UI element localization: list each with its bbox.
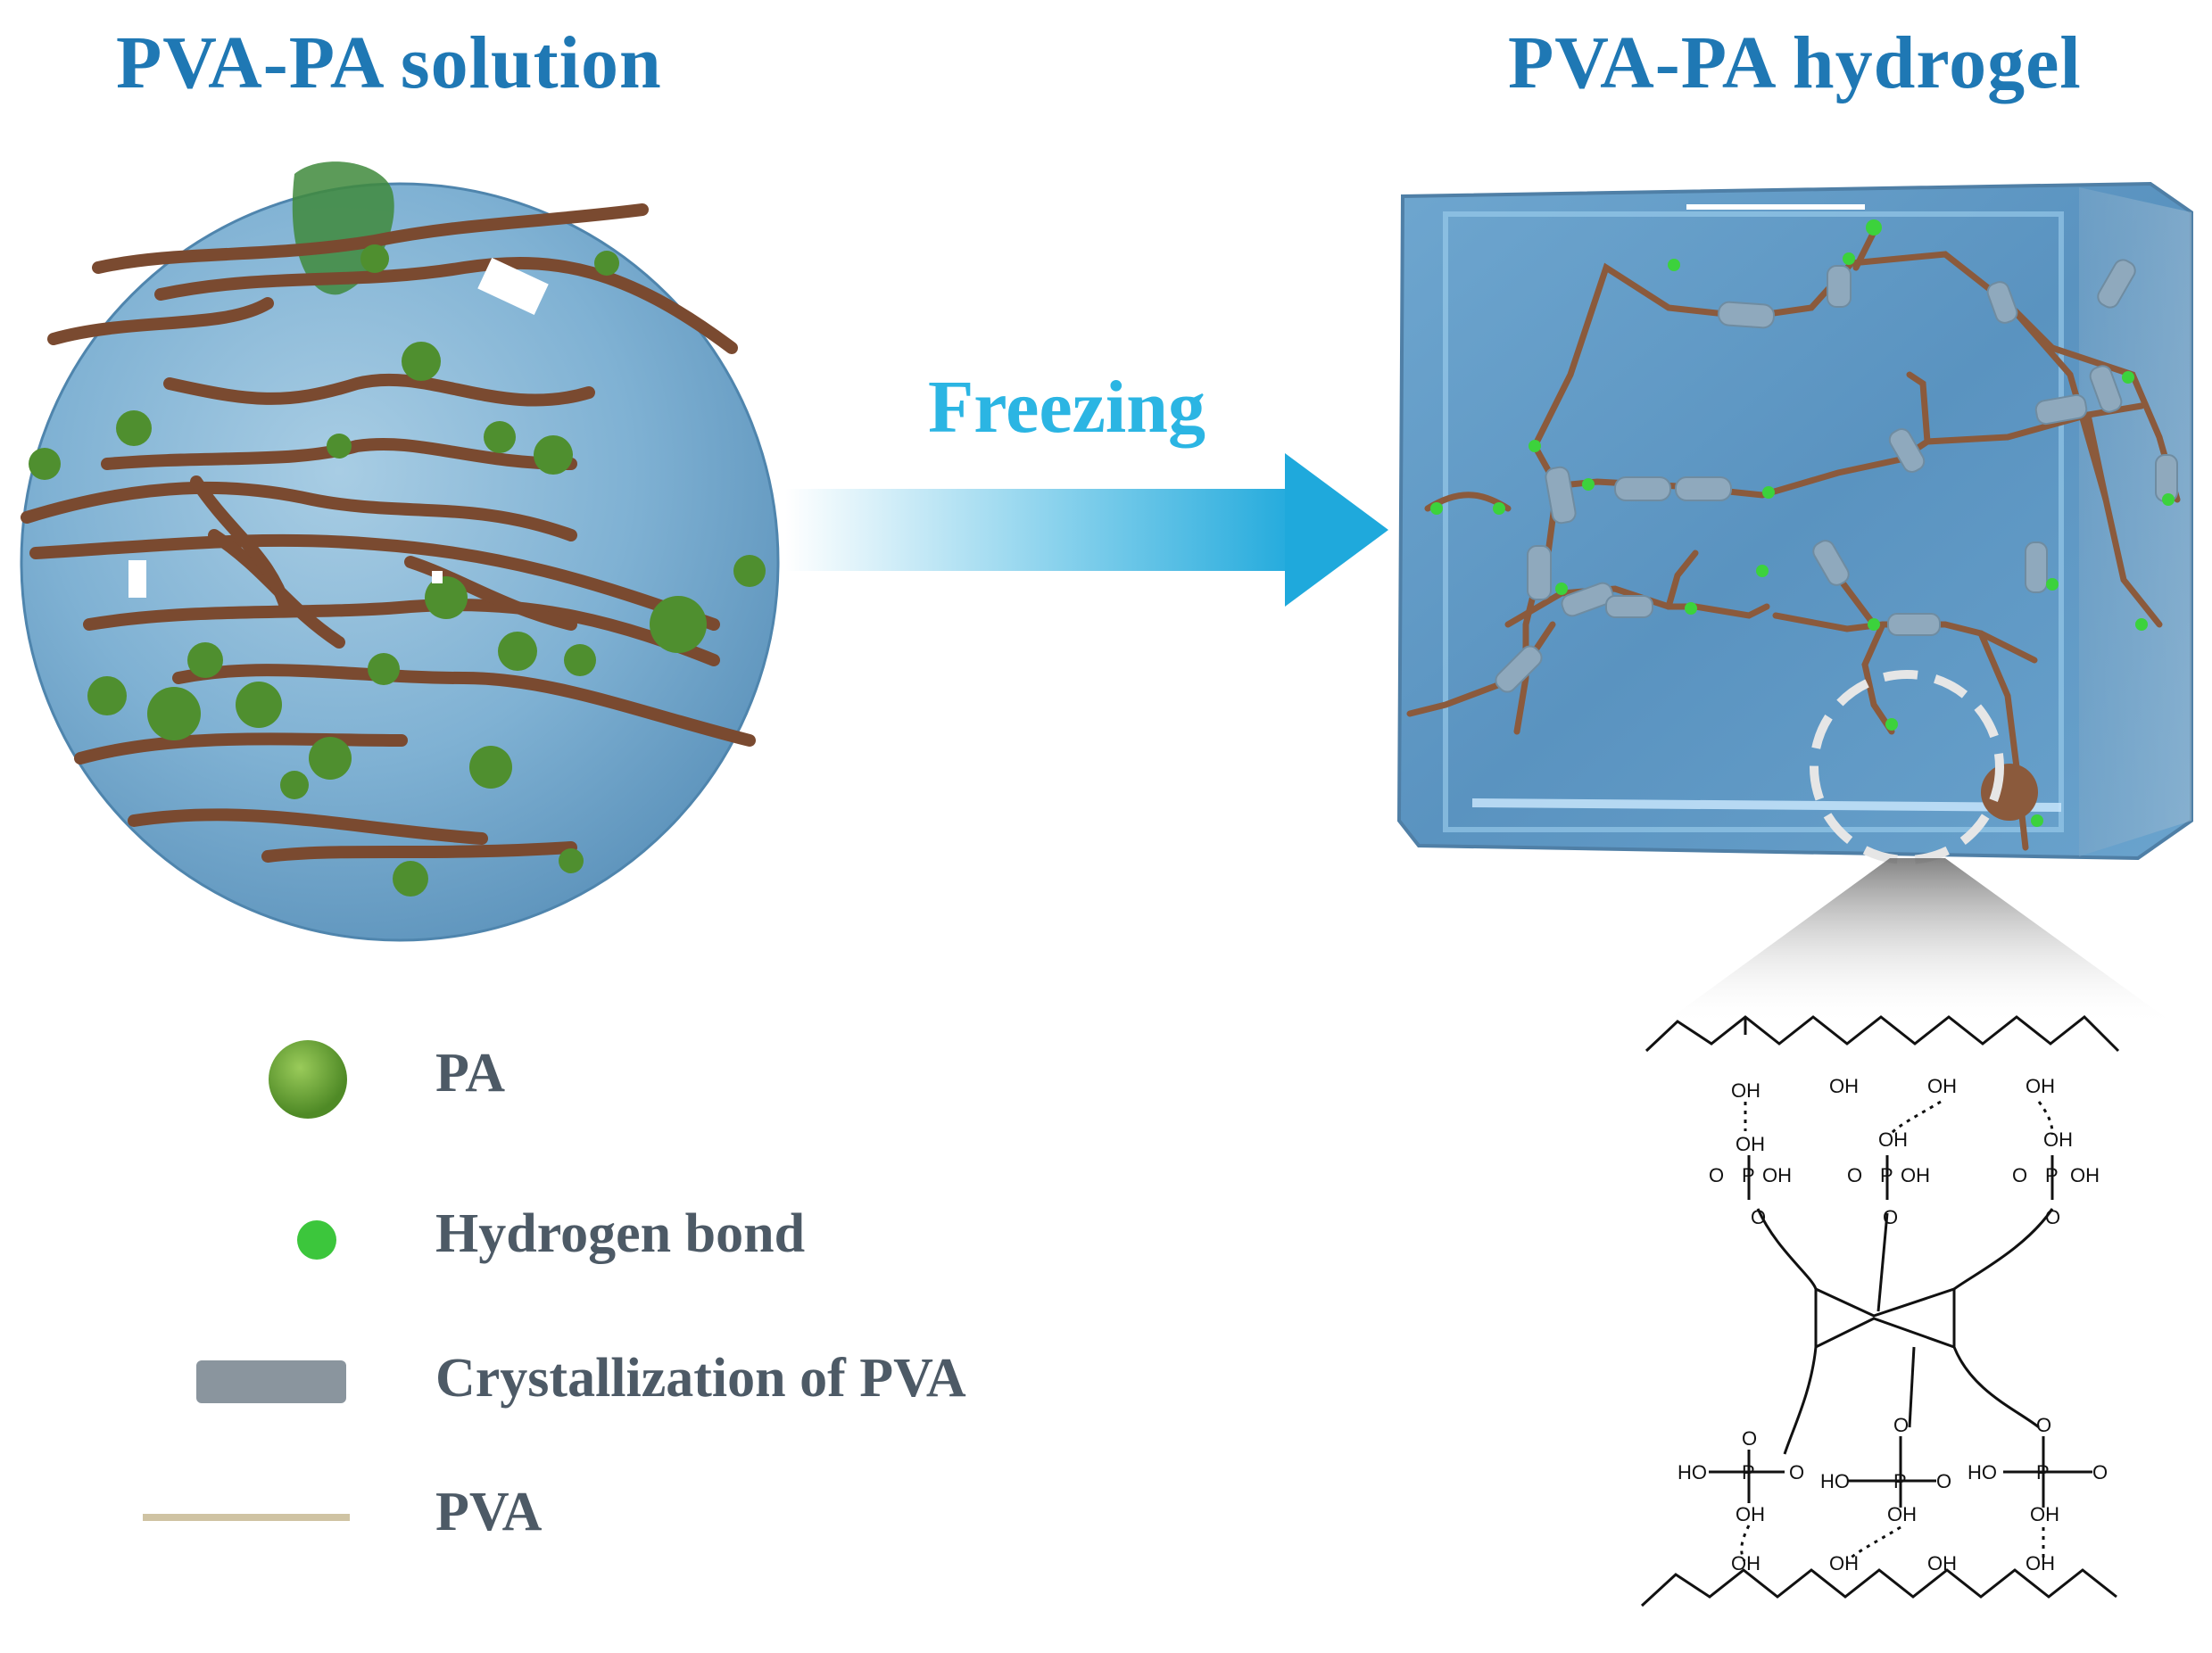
svg-text:OH: OH [2026, 1552, 2055, 1574]
hydrogen-bond-dots-cube [1430, 219, 2175, 827]
svg-text:O: O [1893, 1414, 1909, 1436]
svg-text:OH: OH [2030, 1503, 2059, 1525]
svg-text:O: O [1883, 1206, 1898, 1228]
svg-text:HO: HO [1678, 1461, 1707, 1484]
svg-text:OH: OH [1927, 1075, 1957, 1097]
svg-text:O: O [1751, 1206, 1766, 1228]
svg-text:HO: HO [1820, 1470, 1850, 1492]
process-arrow [785, 453, 1388, 607]
svg-text:O: O [1936, 1470, 1951, 1492]
pva-line-icon [143, 1514, 350, 1521]
hydrogel-title: PVA-PA hydrogel [1508, 21, 2082, 104]
top-pva-backbone [1645, 1014, 2120, 1053]
zoom-cone [1660, 858, 2177, 1026]
hydrogel-cube [1396, 181, 2193, 864]
svg-text:OH: OH [1736, 1133, 1765, 1155]
legend-label-hydrogen-bond: Hydrogen bond [435, 1203, 806, 1264]
svg-text:OH: OH [2043, 1128, 2073, 1151]
svg-text:O: O [1847, 1164, 1862, 1186]
solution-sphere [20, 161, 780, 942]
svg-text:OH: OH [1731, 1552, 1760, 1574]
pva-chains-sphere [21, 203, 756, 863]
svg-text:OH: OH [1878, 1128, 1908, 1151]
svg-text:P: P [1742, 1461, 1755, 1484]
crystal-bar-icon [196, 1360, 346, 1403]
pva-network-cube [1406, 228, 2181, 851]
svg-text:P: P [1893, 1470, 1907, 1492]
svg-text:OH: OH [1762, 1164, 1792, 1186]
svg-text:O: O [2092, 1461, 2108, 1484]
svg-text:O: O [2012, 1164, 2027, 1186]
hydrogen-bond-dot-icon [297, 1220, 336, 1260]
chemical-structure [1640, 1014, 2120, 1608]
svg-text:OH: OH [1829, 1075, 1859, 1097]
chemical-labels: OH OH OH OH OH OH OH P P P O O O OH OH O… [1678, 1075, 2108, 1574]
svg-text:O: O [2036, 1414, 2051, 1436]
svg-text:OH: OH [2026, 1075, 2055, 1097]
freezing-label: Freezing [928, 366, 1205, 449]
svg-text:OH: OH [1829, 1552, 1859, 1574]
bottom-pva-backbone [1640, 1568, 2117, 1608]
legend-label-crystallization: Crystallization of PVA [435, 1348, 966, 1409]
svg-text:O: O [1789, 1461, 1804, 1484]
svg-text:P: P [2045, 1164, 2059, 1186]
svg-text:P: P [1742, 1164, 1755, 1186]
solution-title: PVA-PA solution [116, 21, 662, 104]
svg-text:O: O [1709, 1164, 1724, 1186]
pa-dots-sphere [29, 244, 766, 897]
legend-icons [143, 1040, 350, 1521]
pa-sphere-icon [269, 1040, 347, 1119]
svg-text:P: P [1880, 1164, 1893, 1186]
svg-text:OH: OH [2070, 1164, 2100, 1186]
svg-text:OH: OH [1887, 1503, 1917, 1525]
inositol-ring [1814, 1286, 1956, 1350]
crystal-segments-cube [1495, 259, 2178, 693]
legend-label-pva: PVA [435, 1482, 543, 1542]
svg-text:O: O [2045, 1206, 2060, 1228]
svg-text:HO: HO [1968, 1461, 1997, 1484]
svg-text:OH: OH [1927, 1552, 1957, 1574]
svg-text:P: P [2036, 1461, 2050, 1484]
svg-text:OH: OH [1736, 1503, 1765, 1525]
zoom-circle [1810, 670, 2004, 864]
svg-text:OH: OH [1901, 1164, 1930, 1186]
svg-text:OH: OH [1731, 1079, 1760, 1102]
svg-text:O: O [1742, 1427, 1757, 1450]
legend-label-pa: PA [435, 1043, 506, 1103]
